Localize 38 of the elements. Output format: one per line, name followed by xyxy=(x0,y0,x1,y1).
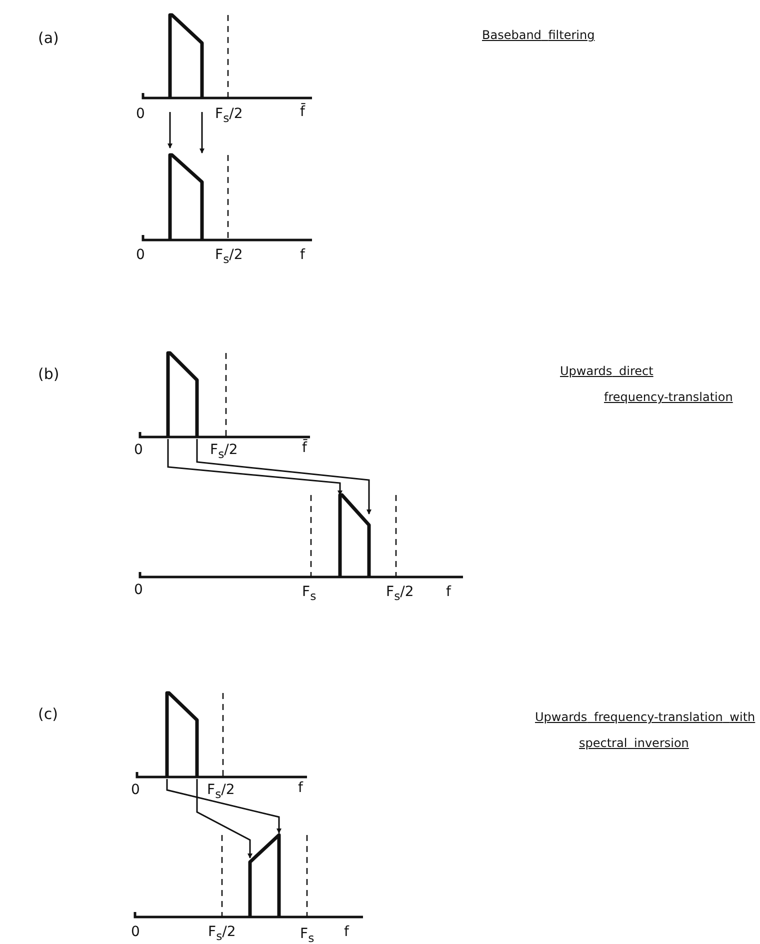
arrow xyxy=(200,112,204,154)
axis-label: 0 xyxy=(136,106,145,122)
axis-label: F$_{s}$ xyxy=(302,584,316,604)
axis-label: F$_{s}$ xyxy=(300,926,314,944)
spectrum-shape xyxy=(170,155,202,240)
axis-label: f̄ xyxy=(300,104,305,120)
spectrum-shape xyxy=(340,495,369,577)
panel-caption: Upwards direct frequency-translation xyxy=(560,363,734,406)
axis-label: F$_{s}$/2 xyxy=(208,924,236,944)
axis-label: 0 xyxy=(134,442,143,458)
axis-label: F$_{s}$/2 xyxy=(210,442,238,462)
panel-caption: Upwards frequency-translation with spectral inversion xyxy=(535,709,756,752)
panel-caption: Baseband filtering xyxy=(482,27,596,44)
panel-label: (a) xyxy=(38,30,59,46)
panel-label: (c) xyxy=(38,706,58,722)
panel-label: (b) xyxy=(38,366,60,382)
spectrum-shape xyxy=(250,835,279,917)
spectrum-shape xyxy=(167,693,197,777)
arrow xyxy=(196,779,252,858)
arrow xyxy=(168,112,172,148)
axis-label: f xyxy=(446,584,451,600)
axis-label: F$_{s}$/2 xyxy=(215,247,243,267)
axis-label: F$_{s}$/2 xyxy=(386,584,414,604)
axis-label: f xyxy=(300,247,305,263)
axis-label: F$_{s}$/2 xyxy=(207,782,235,802)
arrow xyxy=(167,439,342,496)
axis-label: 0 xyxy=(136,247,145,263)
axis-label: f̄ xyxy=(302,440,307,456)
axis-label: f xyxy=(344,924,349,940)
axis-label: 0 xyxy=(131,782,140,798)
axis-label: F$_{s}$/2 xyxy=(215,106,243,126)
arrow xyxy=(166,779,282,834)
axis-label: f xyxy=(298,780,303,796)
arrow xyxy=(196,439,372,514)
spectrum-shape xyxy=(168,353,197,437)
spectrum-shape xyxy=(170,15,202,98)
axis-label: 0 xyxy=(134,582,143,598)
axis-label: 0 xyxy=(131,924,140,940)
